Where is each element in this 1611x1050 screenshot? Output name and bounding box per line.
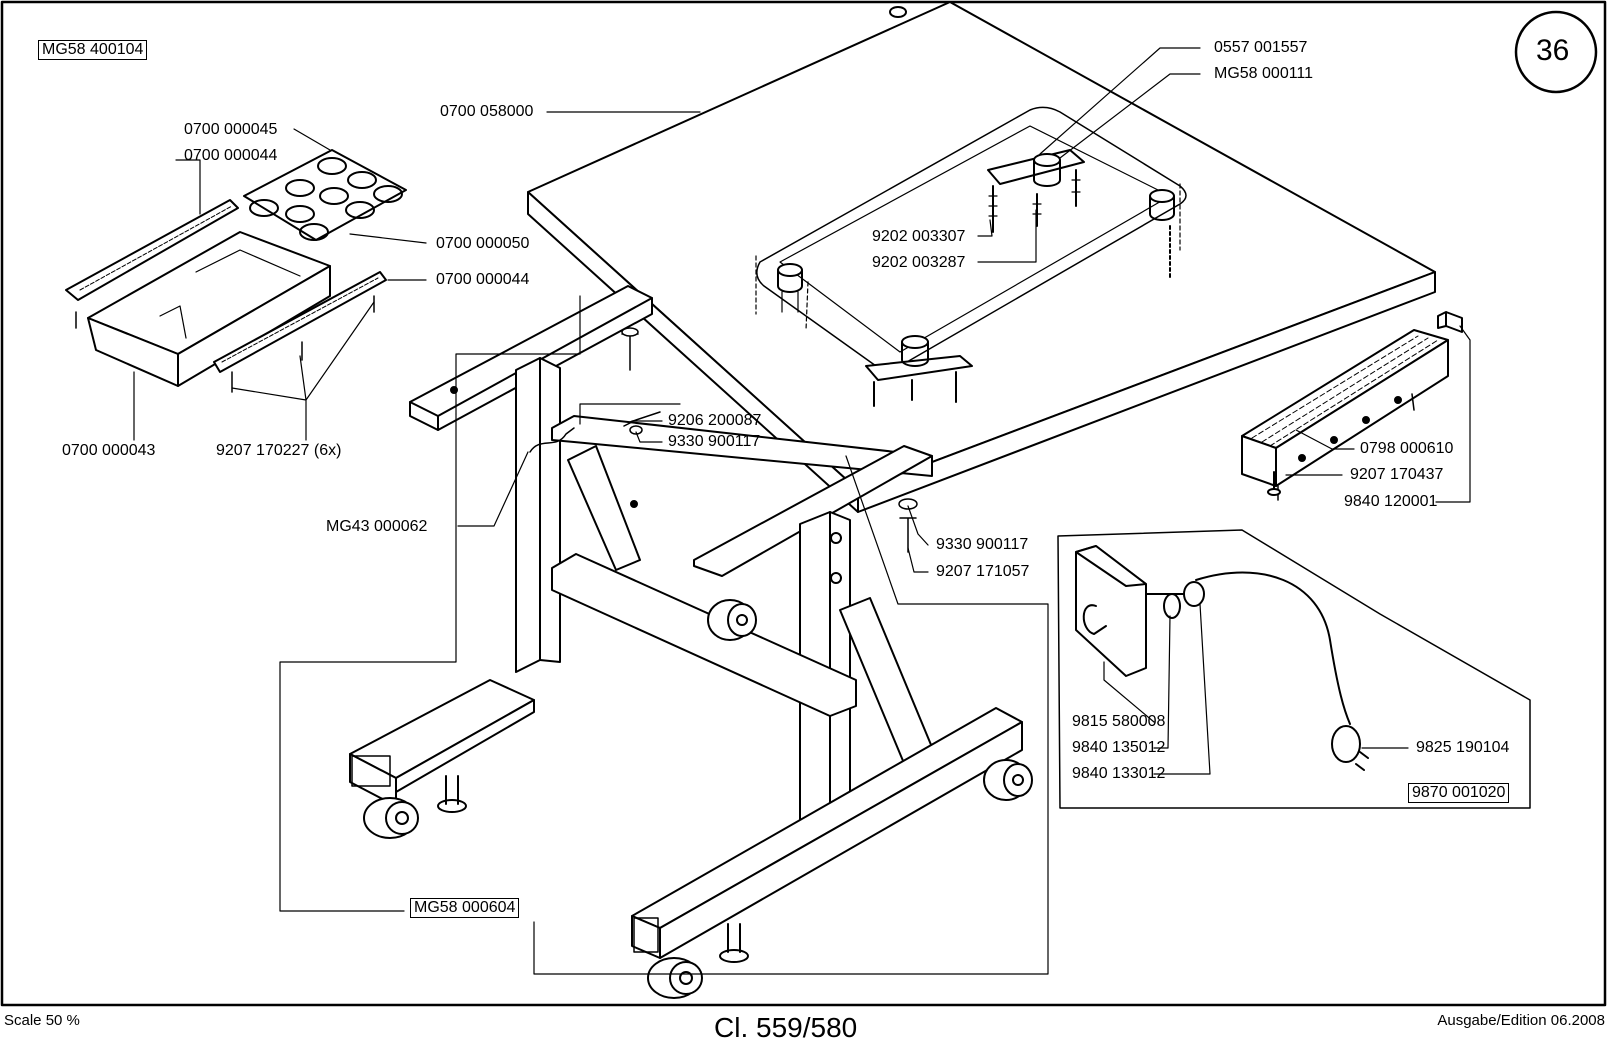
part-label-mg58-000111: MG58 000111	[1214, 65, 1314, 82]
drawing-frame	[0, 0, 1607, 1007]
part-label-0700-000044-upper: 0700 000044	[184, 147, 278, 164]
part-label-0700-000050: 0700 000050	[436, 235, 530, 252]
part-label-9202-003307: 9202 003307	[872, 228, 966, 245]
part-label-0700-000043: 0700 000043	[62, 442, 156, 459]
part-label-9840-135012: 9840 135012	[1072, 739, 1166, 756]
part-label-9202-003287: 9202 003287	[872, 254, 966, 271]
bolts	[529, 327, 918, 553]
part-label-9330-900117-upper: 9330 900117	[668, 433, 761, 450]
group-code-label: MG58 400104	[38, 40, 148, 60]
part-label-9825-190104: 9825 190104	[1416, 739, 1510, 756]
switch-assembly	[1057, 529, 1531, 809]
part-label-mg43-000062: MG43 000062	[326, 518, 428, 535]
edition-note: Ausgabe/Edition 06.2008	[1437, 1012, 1605, 1029]
table-stand	[349, 285, 1023, 959]
part-label-0700-000044-lower: 0700 000044	[436, 271, 530, 288]
part-label-9207-170437: 9207 170437	[1350, 466, 1444, 483]
part-label-9840-120001: 9840 120001	[1344, 493, 1438, 510]
part-label-0700-000045: 0700 000045	[184, 121, 278, 138]
part-label-9330-900117-lower: 9330 900117	[936, 536, 1029, 553]
part-label-9815-580008: 9815 580008	[1072, 713, 1166, 730]
part-label-9870-001020: 9870 001020	[1408, 783, 1510, 803]
front-rail	[1241, 311, 1463, 501]
model-title: Cl. 559/580	[714, 1012, 858, 1043]
casters	[363, 599, 1033, 999]
part-label-9206-200087: 9206 200087	[668, 412, 762, 429]
part-label-9207-170227: 9207 170227 (6x)	[216, 442, 342, 459]
part-label-0700-058000: 0700 058000	[440, 103, 534, 120]
table-top	[527, 1, 1436, 513]
page-number-circle	[1514, 10, 1598, 94]
scale-note: Scale 50 %	[4, 1012, 80, 1029]
leader-lines	[133, 47, 1471, 975]
part-label-9840-133012: 9840 133012	[1072, 765, 1166, 782]
part-label-mg58-000604: MG58 000604	[410, 898, 520, 918]
part-label-0557-001557: 0557 001557	[1214, 39, 1308, 56]
page-number: 36	[1536, 34, 1570, 67]
drawer-assembly	[65, 149, 407, 393]
part-label-0798-000610: 0798 000610	[1360, 440, 1454, 457]
part-label-9207-171057: 9207 171057	[936, 563, 1030, 580]
